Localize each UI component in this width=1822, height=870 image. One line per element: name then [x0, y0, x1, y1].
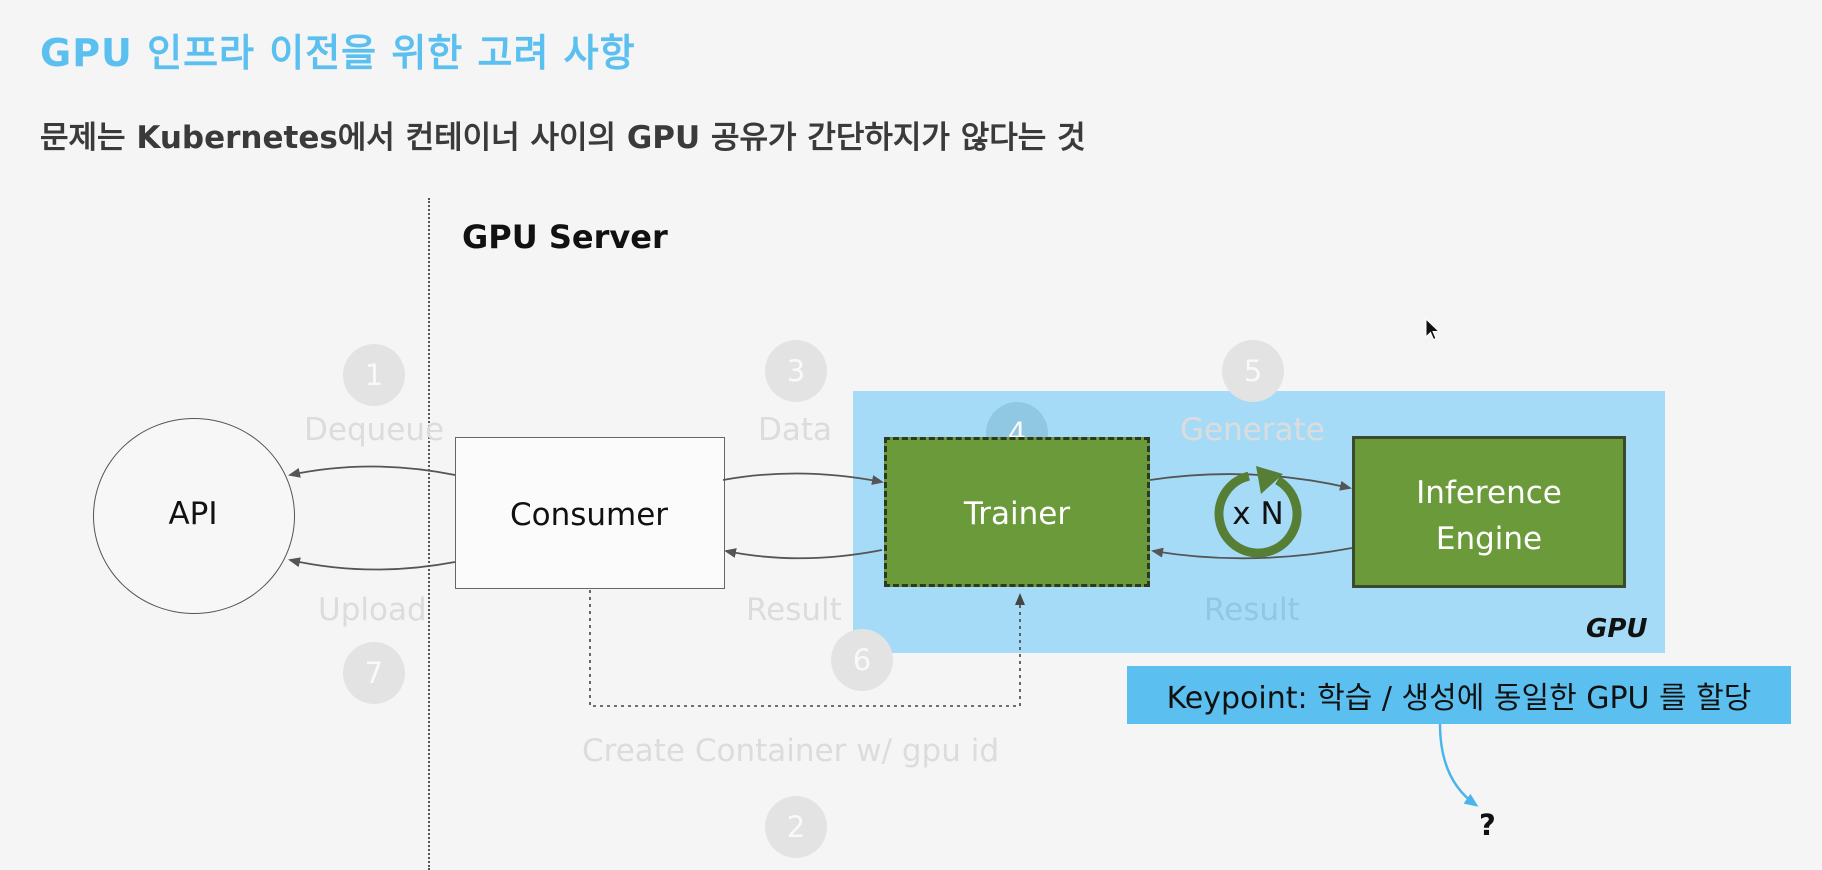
gpu-server-label: GPU Server	[462, 218, 668, 256]
arrow-engine-result	[1151, 547, 1353, 560]
loop-count-label: x N	[1232, 496, 1284, 532]
step-2-label: Create Container w/ gpu id	[582, 733, 1000, 769]
loop-refresh-icon	[1214, 466, 1302, 558]
api-node	[93, 418, 295, 614]
gpu-region-label: GPU	[1586, 614, 1648, 644]
consumer-label: Consumer	[509, 497, 669, 533]
arrow-create-container	[589, 590, 1025, 707]
api-label: API	[168, 496, 218, 532]
question-mark: ?	[1479, 808, 1496, 842]
step-3-label: Data	[758, 412, 833, 448]
inference-engine-node	[1352, 436, 1626, 588]
inference-engine-label: Inference Engine	[1352, 470, 1626, 562]
step-1-label: Dequeue	[304, 412, 445, 448]
step-7-circle: 7	[343, 642, 405, 704]
keypoint-arrow	[1438, 723, 1479, 807]
step-6-circle: 6	[831, 629, 893, 691]
consumer-node	[455, 437, 725, 589]
arrow-generate	[1149, 473, 1352, 491]
keypoint-callout: Keypoint: 학습 / 생성에 동일한 GPU 를 할당	[1127, 666, 1791, 724]
step-5-circle: 5	[1222, 340, 1284, 402]
trainer-node	[884, 437, 1150, 587]
page-title: GPU 인프라 이전을 위한 고려 사항	[40, 31, 636, 75]
step-3-circle: 3	[765, 340, 827, 402]
arrow-upload	[288, 557, 456, 571]
trainer-label: Trainer	[963, 496, 1071, 532]
server-boundary-divider	[428, 198, 430, 870]
step-2-circle: 2	[765, 796, 827, 858]
step-1-circle: 1	[343, 344, 405, 406]
arrow-dequeue	[288, 465, 456, 478]
arrow-result	[724, 548, 883, 560]
step-6-label: Result	[746, 592, 842, 628]
mouse-cursor-icon	[1425, 318, 1441, 341]
inference-engine-label-line2: Engine	[1435, 521, 1543, 557]
step-5-label: Generate	[1180, 412, 1325, 448]
step-7-label: Upload	[318, 592, 427, 628]
arrow-data	[722, 472, 884, 485]
inference-engine-label-line1: Inference	[1416, 475, 1562, 511]
page-subtitle: 문제는 Kubernetes에서 컨테이너 사이의 GPU 공유가 간단하지가 …	[40, 120, 1086, 156]
engine-result-label: Result	[1204, 592, 1300, 628]
